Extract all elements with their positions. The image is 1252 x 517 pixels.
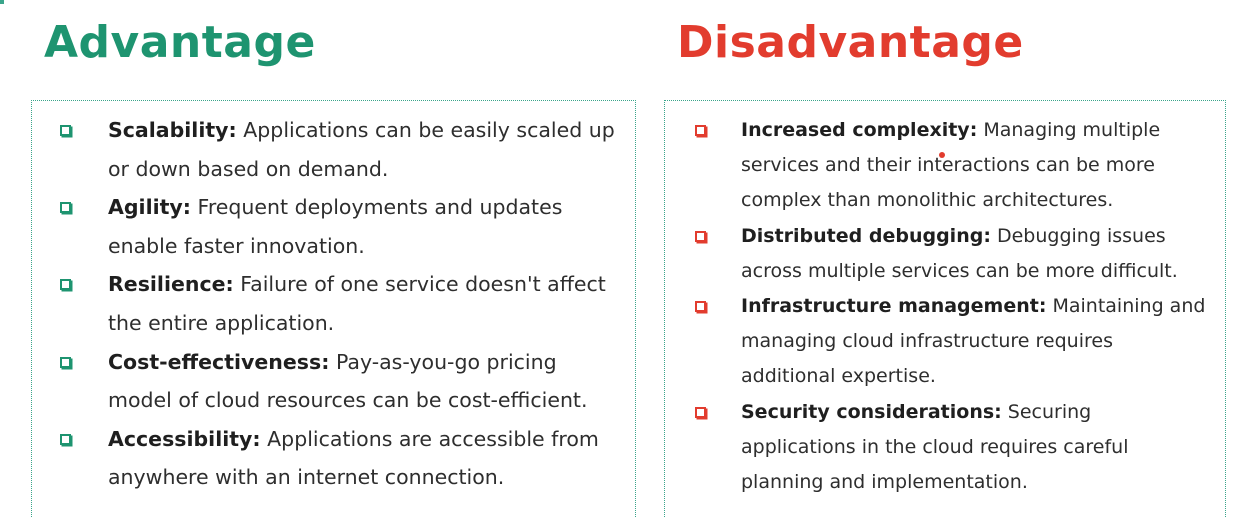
advantage-term: Accessibility: [108, 426, 261, 451]
advantage-description: Pay-as-you-go pricing model of cloud res… [108, 349, 588, 413]
disadvantage-item-complexity: Increased complexity: Managing multiple … [665, 113, 1207, 219]
advantage-item-resilience: Resilience: Failure of one service doesn… [32, 265, 615, 342]
square-bullet-icon [695, 125, 706, 136]
disadvantage-list: Increased complexity: Managing multiple … [665, 101, 1225, 500]
disadvantage-description: Debugging issues across multiple service… [741, 224, 1178, 282]
advantage-title: Advantage [44, 17, 316, 68]
advantage-term: Cost-effectiveness: [108, 349, 330, 374]
advantage-description: Applications are accessible from anywher… [108, 426, 599, 490]
square-bullet-icon [60, 202, 71, 214]
advantage-description: Frequent deployments and updates enable … [108, 195, 563, 258]
square-bullet-icon [60, 279, 71, 291]
square-bullet-icon [60, 433, 71, 445]
advantage-item-accessibility: Accessibility: Applications are accessib… [32, 420, 615, 497]
disadvantage-term: Infrastructure management: [741, 295, 1047, 318]
square-bullet-icon [695, 230, 706, 242]
disadvantage-panel: Increased complexity: Managing multiple … [664, 100, 1226, 517]
disadvantage-description: Securing applications in the cloud requi… [741, 400, 1129, 494]
square-bullet-icon [695, 301, 706, 313]
advantage-term: Resilience: [108, 272, 234, 297]
square-bullet-icon [60, 125, 71, 136]
advantage-item-cost-effectiveness: Cost-effectiveness: Pay-as-you-go pricin… [32, 343, 615, 420]
corner-mark [0, 0, 4, 4]
disadvantage-description: Maintaining and managing cloud infrastru… [741, 295, 1206, 388]
disadvantage-term: Increased complexity: [741, 119, 978, 141]
disadvantage-item-infrastructure: Infrastructure management: Maintaining a… [665, 289, 1207, 395]
advantage-panel: Scalability: Applications can be easily … [31, 100, 636, 517]
advantage-term: Scalability: [108, 118, 237, 142]
disadvantage-term: Security considerations: [741, 400, 1002, 423]
disadvantage-item-security: Security considerations: Securing applic… [665, 395, 1207, 501]
square-bullet-icon [695, 406, 706, 418]
advantage-list: Scalability: Applications can be easily … [32, 101, 635, 497]
advantage-item-agility: Agility: Frequent deployments and update… [32, 188, 615, 265]
disadvantage-description: Managing multiple services and their int… [741, 119, 1161, 212]
advantage-item-scalability: Scalability: Applications can be easily … [32, 111, 615, 188]
disadvantage-item-debugging: Distributed debugging: Debugging issues … [665, 219, 1207, 289]
cursor-dot [939, 152, 945, 158]
disadvantage-title: Disadvantage [677, 17, 1024, 68]
advantage-term: Agility: [108, 195, 191, 220]
disadvantage-term: Distributed debugging: [741, 224, 991, 247]
advantage-description: Applications can be easily scaled up or … [108, 118, 615, 181]
advantage-description: Failure of one service doesn't affect th… [108, 272, 606, 335]
square-bullet-icon [60, 356, 71, 368]
